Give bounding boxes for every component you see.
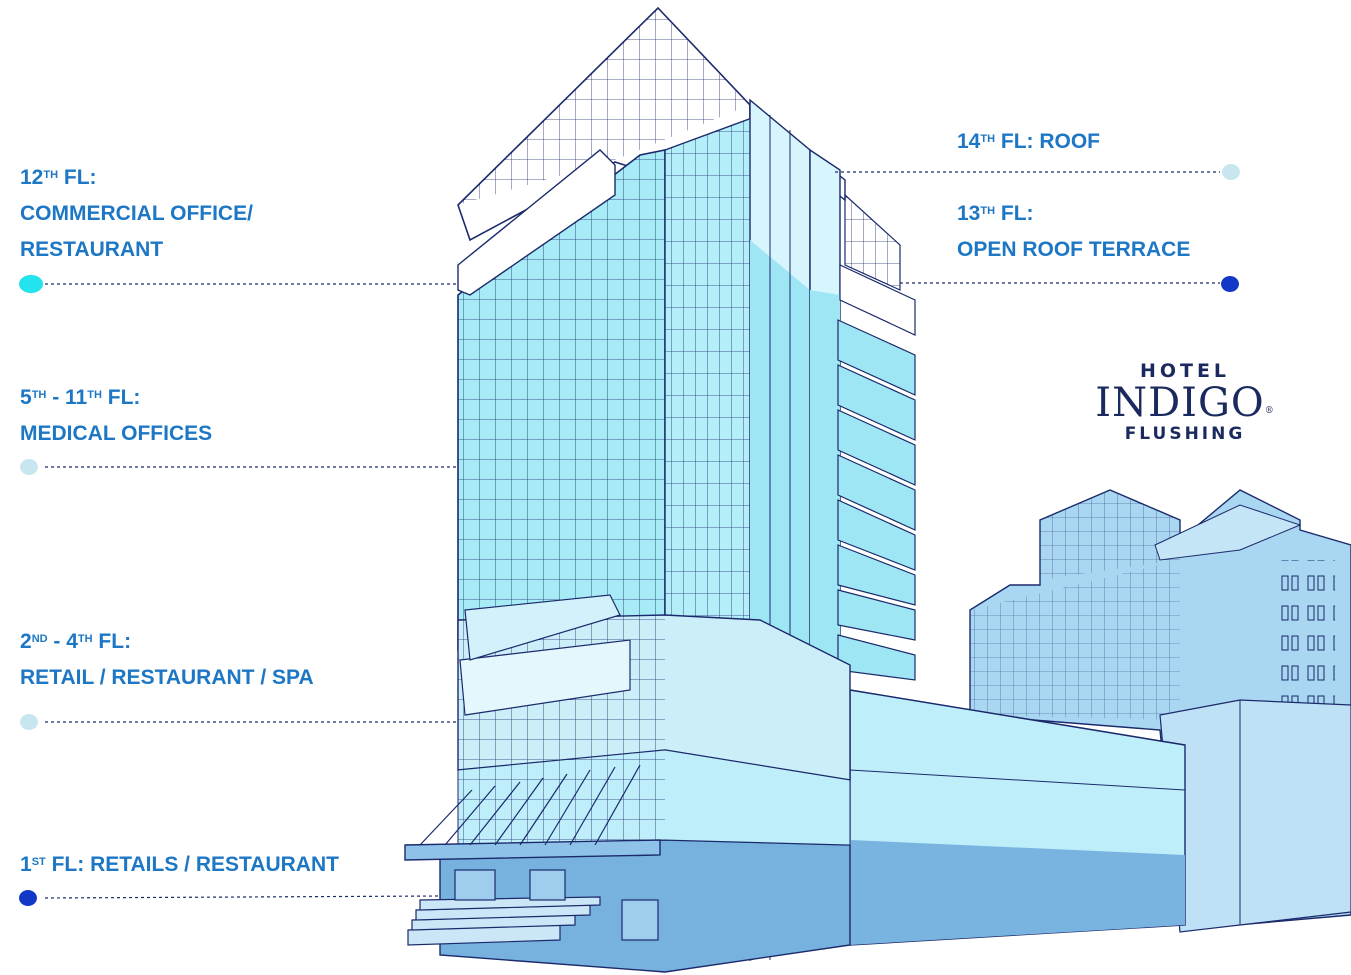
- office12-label: 12TH FL: COMMERCIAL OFFICE/ RESTAURANT: [20, 166, 253, 261]
- ground-label: 1ST FL: RETAILS / RESTAURANT: [20, 853, 339, 876]
- medical-marker: [20, 459, 38, 475]
- logo-hotel-text: HOTEL: [1139, 360, 1231, 382]
- hotel-indigo-logo: HOTEL INDIGO® FLUSHING: [1080, 360, 1290, 444]
- terrace-label: 13TH FL: OPEN ROOF TERRACE: [957, 202, 1191, 261]
- office12-marker: [19, 275, 43, 293]
- terrace-marker: [1221, 276, 1239, 292]
- medical-label: 5TH - 11TH FL: MEDICAL OFFICES: [20, 386, 213, 445]
- podium-wing: [849, 689, 1186, 946]
- ground-marker: [19, 890, 37, 906]
- retail-marker: [20, 714, 38, 730]
- retail-label: 2ND - 4TH FL: RETAIL / RESTAURANT / SPA: [20, 630, 314, 689]
- leader-lines: [44, 171, 1220, 899]
- roof-label: 14TH FL: ROOF: [957, 130, 1101, 153]
- logo-brand-text: INDIGO®: [1095, 380, 1275, 426]
- roof-marker: [1222, 164, 1240, 180]
- hotel-indigo-building: [969, 489, 1351, 933]
- logo-city-text: FLUSHING: [1124, 424, 1246, 444]
- main-tower: [404, 6, 916, 973]
